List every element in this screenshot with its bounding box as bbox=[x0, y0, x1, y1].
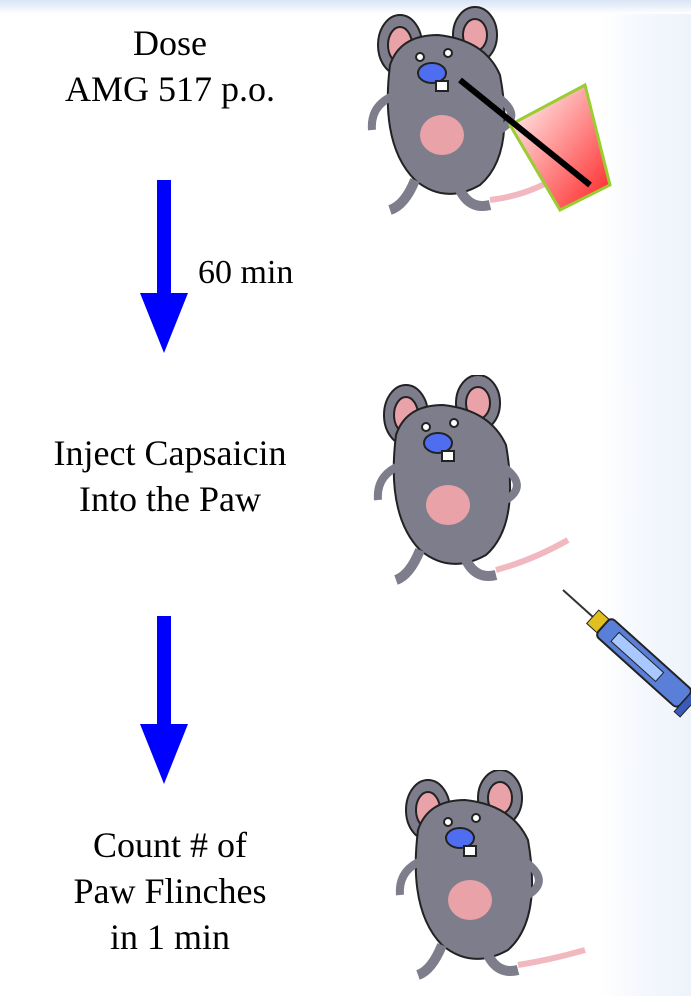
step-inject-line2: Into the Paw bbox=[79, 479, 261, 519]
interval-label: 60 min bbox=[198, 254, 294, 291]
step-dose-line2: AMG 517 p.o. bbox=[64, 69, 275, 109]
step-dose-label: Dose AMG 517 p.o. bbox=[10, 20, 330, 112]
step-count-label: Count # of Paw Flinches in 1 min bbox=[10, 822, 330, 960]
down-arrow-1 bbox=[140, 180, 188, 353]
rat-with-syringe-icon bbox=[373, 375, 691, 718]
step-inject-line1: Inject Capsaicin bbox=[53, 433, 287, 473]
step-dose-line1: Dose bbox=[133, 23, 207, 63]
step-count-line1: Count # of bbox=[92, 825, 247, 865]
down-arrow-2 bbox=[140, 616, 188, 784]
rat-with-gavage-icon bbox=[367, 6, 612, 215]
top-band bbox=[0, 0, 691, 14]
step-count-line2: Paw Flinches bbox=[73, 871, 267, 911]
rat-icon bbox=[395, 770, 586, 980]
step-count-line3: in 1 min bbox=[109, 917, 230, 957]
step-inject-label: Inject Capsaicin Into the Paw bbox=[0, 430, 340, 522]
